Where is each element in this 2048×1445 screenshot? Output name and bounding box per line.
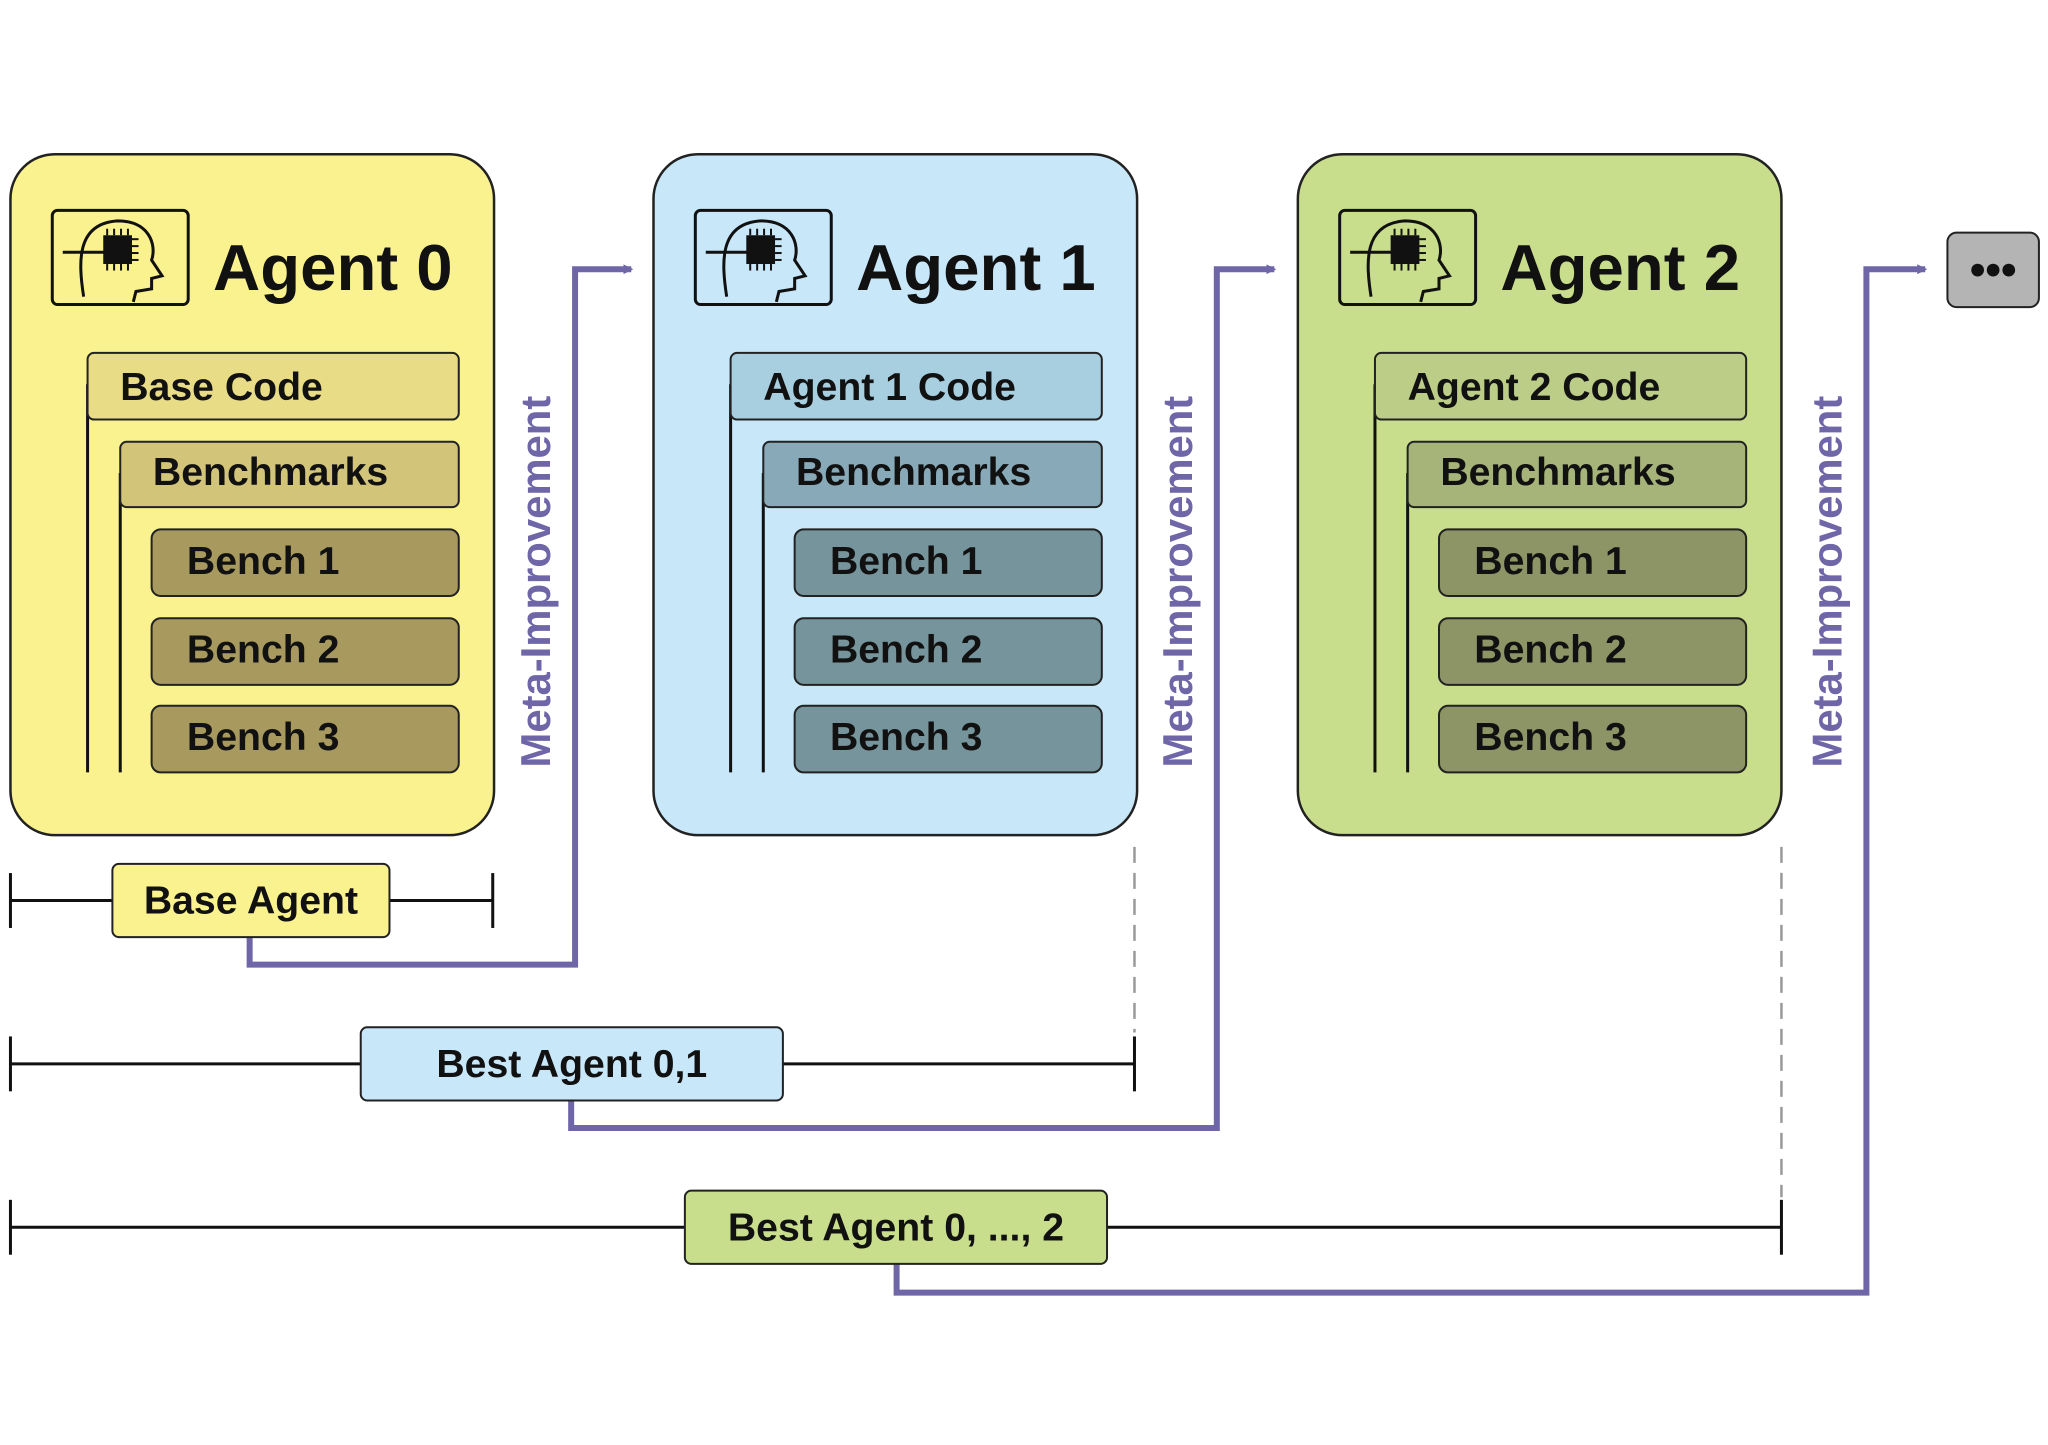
more-agents-ellipsis: ••• — [1970, 246, 2017, 295]
meta-improvement-label-1: Meta-Improvement — [1154, 396, 1201, 768]
agent-2-bench-2-label: Bench 2 — [1474, 629, 1627, 672]
agent-0-title: Agent 0 — [213, 231, 453, 304]
agent-1-code-label: Agent 1 Code — [763, 366, 1016, 409]
agent-1-bench-1-label: Bench 1 — [830, 540, 983, 583]
agent-1-bench-1-box — [793, 528, 1103, 597]
svg-text:AI: AI — [112, 244, 124, 257]
agent-2-title: Agent 2 — [1500, 231, 1740, 304]
agent-1-code-box — [729, 351, 1103, 421]
ai-head-icon: AI — [50, 208, 190, 307]
agent-2-bench-2-box — [1438, 617, 1748, 686]
agent-2-benchmarks-label: Benchmarks — [1440, 451, 1675, 494]
more-agents-box — [1946, 231, 2040, 309]
range-0-label: Base Agent — [144, 880, 358, 923]
ai-head-icon: AI — [693, 208, 833, 307]
agent-0-bench-3-label: Bench 3 — [187, 716, 340, 759]
agent-1-title: Agent 1 — [856, 231, 1096, 304]
agent-2-benchmarks-box — [1406, 440, 1748, 509]
svg-text:AI: AI — [1399, 244, 1411, 257]
agent-0-bench-3-box — [150, 704, 460, 774]
meta-improvement-arrow-0 — [246, 264, 634, 968]
agent-1-bench-2-label: Bench 2 — [830, 629, 983, 672]
range-2-label: Best Agent 0, ..., 2 — [728, 1206, 1064, 1249]
agent-2-code-label: Agent 2 Code — [1408, 366, 1661, 409]
agent-1-bench-3-label: Bench 3 — [830, 716, 983, 759]
agent-1-benchmarks-box — [762, 440, 1103, 509]
agent-0-bench-2-label: Bench 2 — [187, 629, 340, 672]
agent-1-bench-2-box — [793, 617, 1103, 686]
agent-2-bench-1-label: Bench 1 — [1474, 540, 1627, 583]
meta-improvement-label-2: Meta-Improvement — [1804, 396, 1851, 768]
agent-2-bench-1-box — [1438, 528, 1748, 597]
meta-improvement-label-0: Meta-Improvement — [512, 396, 559, 768]
agent-1-bench-3-box — [793, 704, 1103, 774]
agent-2-bench-3-label: Bench 3 — [1474, 716, 1627, 759]
meta-improvement-arrow-1 — [568, 264, 1277, 1131]
agent-0-benchmarks-label: Benchmarks — [153, 451, 388, 494]
range-0-label-box — [111, 862, 391, 939]
range-2-label-box — [683, 1189, 1109, 1265]
agent-0-bench-1-label: Bench 1 — [187, 540, 340, 583]
agent-0-code-box — [86, 351, 460, 421]
agent-0-benchmarks-box — [119, 440, 460, 509]
svg-text:AI: AI — [755, 244, 767, 257]
range-1-label-box — [359, 1026, 784, 1102]
agent-1-benchmarks-label: Benchmarks — [796, 451, 1031, 494]
agent-0-code-label: Base Code — [120, 366, 323, 409]
agent-2-bench-3-box — [1438, 704, 1748, 774]
ai-head-icon: AI — [1338, 208, 1478, 307]
range-1-label: Best Agent 0,1 — [436, 1043, 707, 1086]
agent-0-bench-2-box — [150, 617, 460, 686]
agent-0-bench-1-box — [150, 528, 460, 597]
meta-improvement-arrow-2 — [893, 264, 1928, 1296]
agent-2-code-box — [1373, 351, 1748, 421]
